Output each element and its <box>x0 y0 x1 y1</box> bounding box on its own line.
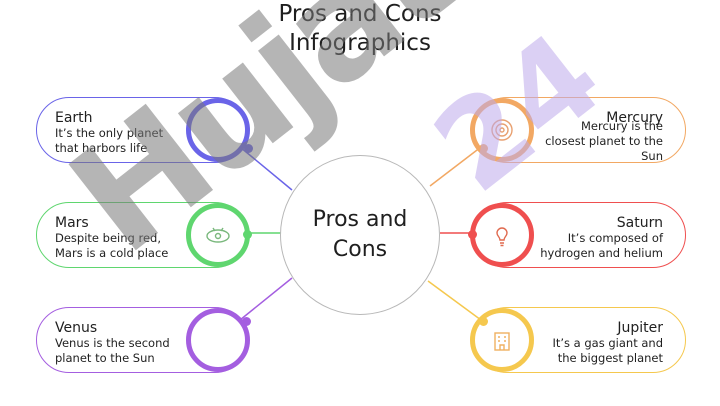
venus-connector-dot <box>242 317 251 326</box>
card-desc-line-2: the biggest planet <box>557 351 663 365</box>
scientist-icon <box>206 119 227 141</box>
card-desc-line-2: closest planet to the <box>545 134 663 148</box>
mars-icon-ring <box>186 203 252 267</box>
connector-mercury <box>429 146 482 187</box>
card-title: Mars <box>55 215 89 231</box>
hub-line-1: Pros and <box>312 207 408 232</box>
earth-connector-dot <box>244 144 253 153</box>
connector-earth <box>239 146 293 191</box>
connector-jupiter <box>427 280 482 321</box>
card-desc-line-2: that harbors life <box>55 141 148 155</box>
card-desc-line-1: It’s the only planet <box>55 126 164 140</box>
connector-venus <box>239 277 293 321</box>
card-title: Jupiter <box>617 320 663 336</box>
card-desc-line-2: planet to the Sun <box>55 351 155 365</box>
card-desc-line-1: Despite being red, <box>55 231 161 245</box>
card-title: Saturn <box>616 215 663 231</box>
handshake-icon <box>206 333 231 347</box>
card-desc-line-3: Sun <box>641 149 663 163</box>
center-hub: Pros and Cons <box>280 155 440 315</box>
title-line-1: Pros and Cons <box>278 1 442 27</box>
mercury-icon-ring <box>470 98 534 162</box>
saturn-icon-ring <box>468 203 534 267</box>
card-title: Earth <box>55 110 93 126</box>
card-desc-line-2: Mars is a cold place <box>55 246 169 260</box>
hub-line-2: Cons <box>332 237 388 262</box>
card-desc-line-1: It’s composed of <box>567 231 663 245</box>
card-desc-line-2: hydrogen and helium <box>540 246 663 260</box>
target-icon <box>491 119 513 141</box>
card-desc-line-1: Mercury is the <box>581 119 663 133</box>
card-title: Venus <box>55 320 98 336</box>
jupiter-connector-dot <box>479 317 488 326</box>
money-icon <box>206 227 230 243</box>
earth-icon-ring <box>186 98 253 162</box>
page-title: Pros and Cons Infographics <box>0 0 720 58</box>
mercury-connector-dot <box>479 144 488 153</box>
title-line-2: Infographics <box>289 30 431 56</box>
saturn-connector-dot <box>468 230 477 239</box>
lightbulb-icon <box>496 227 508 247</box>
building-icon <box>494 332 510 351</box>
card-desc-line-1: It’s a gas giant and <box>552 336 663 350</box>
mars-connector-dot <box>243 230 252 239</box>
venus-icon-ring <box>186 308 251 372</box>
card-title: Mercury <box>606 110 663 126</box>
jupiter-icon-ring <box>470 308 534 372</box>
card-desc-line-1: Venus is the second <box>55 336 170 350</box>
